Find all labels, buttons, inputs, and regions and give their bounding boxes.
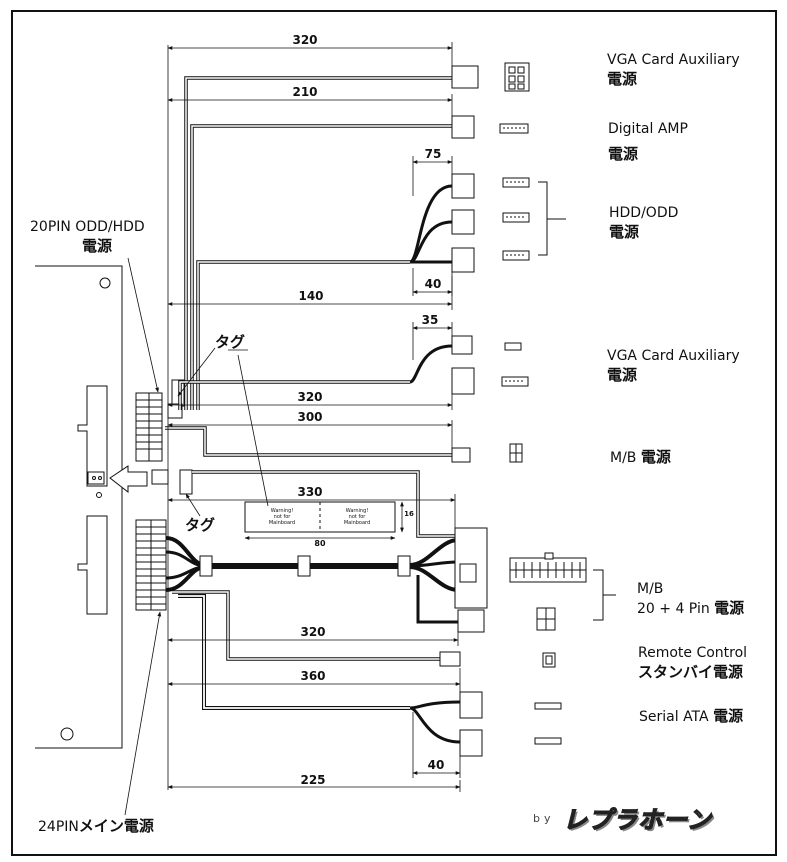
dim-320-mid: 320: [297, 390, 323, 404]
mb24-label-pins: 20 + 4 Pin: [637, 600, 710, 617]
pin24-label-jp: メイン電源: [78, 817, 154, 835]
tag-label-top: タグ: [215, 333, 246, 351]
brand-by: by: [533, 812, 555, 825]
dim-300: 300: [297, 410, 323, 424]
dim-225: 225: [300, 773, 326, 787]
warning-label: [244, 501, 396, 533]
hdd-label-jp: 電源: [609, 222, 640, 241]
dim-210: 210: [292, 85, 318, 99]
dim-320-top: 320: [292, 33, 318, 47]
psu-outline: [35, 265, 148, 749]
vga2-label: VGA Card Auxiliary 電源: [607, 348, 740, 384]
diagram-frame: [11, 10, 777, 856]
brand-logo: レプラホーン: [562, 805, 712, 834]
main-24pin-bundle: [165, 527, 488, 633]
vga1-connector: [451, 62, 530, 92]
warning-text-right: Warning! not for Mainboard: [343, 508, 371, 526]
amp-label-en: Digital AMP: [608, 121, 688, 137]
mb4-label-jp: 電源: [640, 448, 671, 466]
upper-cables: [165, 76, 455, 538]
sata-label-en: Serial ATA: [639, 709, 709, 725]
dim-35: 35: [421, 313, 439, 327]
remote-label-en: Remote Control: [638, 645, 748, 661]
mb24-label: M/B 20 + 4 Pin 電源: [637, 581, 744, 618]
dim-320-low: 320: [300, 625, 326, 639]
hdd-label-en: HDD/ODD: [609, 205, 679, 221]
vga1-label-en: VGA Card Auxiliary: [607, 52, 740, 68]
dim-16: 16: [404, 510, 414, 518]
hdd-connectors: [409, 173, 566, 273]
vga2-label-en: VGA Card Auxiliary: [607, 348, 740, 364]
mb4-label: M/B 電源: [610, 448, 671, 468]
mb4-label-en: M/B: [610, 450, 637, 466]
leader-lines: [124, 257, 269, 816]
dimension-lines: [167, 42, 461, 792]
dim-75: 75: [424, 147, 442, 161]
mb24-label-jp: 電源: [714, 598, 745, 617]
mb24-label-en: M/B: [637, 581, 664, 597]
tag-label-bottom: タグ: [185, 516, 216, 534]
amp-label-jp: 電源: [608, 144, 639, 163]
pin20-label-jp: 電源: [82, 236, 113, 255]
warning-text-left: Warning! not for Mainboard: [268, 508, 296, 526]
mb4-connector: [451, 443, 523, 463]
pin24-label: 24PINメイン電源: [38, 817, 154, 837]
dim-140: 140: [298, 289, 324, 303]
vga2-label-jp: 電源: [607, 365, 638, 384]
dim-80: 80: [314, 539, 326, 548]
vga2-connectors: [409, 335, 529, 395]
dim-360: 360: [300, 669, 326, 683]
remote-label-jp: スタンバイ電源: [638, 662, 744, 681]
mb24-connector-face: [509, 552, 616, 631]
dim-330: 330: [297, 485, 323, 499]
remote-cable: [172, 590, 556, 668]
psu-small-connector: [151, 469, 193, 495]
pin20-label: 20PIN ODD/HDD 電源: [30, 219, 145, 255]
pin24-label-en: 24PIN: [38, 819, 79, 835]
dim-40-top: 40: [424, 277, 442, 291]
amp-connector: [451, 115, 529, 139]
amp-label: Digital AMP 電源: [608, 121, 688, 163]
sata-cable: [178, 594, 562, 757]
dim-40-bottom: 40: [427, 758, 445, 772]
pin20-label-en: 20PIN ODD/HDD: [30, 219, 145, 235]
vga1-label-jp: 電源: [607, 69, 638, 88]
remote-label: Remote Control スタンバイ電源: [638, 645, 747, 681]
psu-20pin-connector: [135, 379, 185, 462]
vga1-label: VGA Card Auxiliary 電源: [607, 52, 740, 88]
hdd-label: HDD/ODD 電源: [609, 205, 678, 241]
sata-label: Serial ATA 電源: [639, 707, 743, 727]
sata-label-jp: 電源: [713, 707, 744, 725]
psu-24pin-connector: [135, 519, 167, 611]
